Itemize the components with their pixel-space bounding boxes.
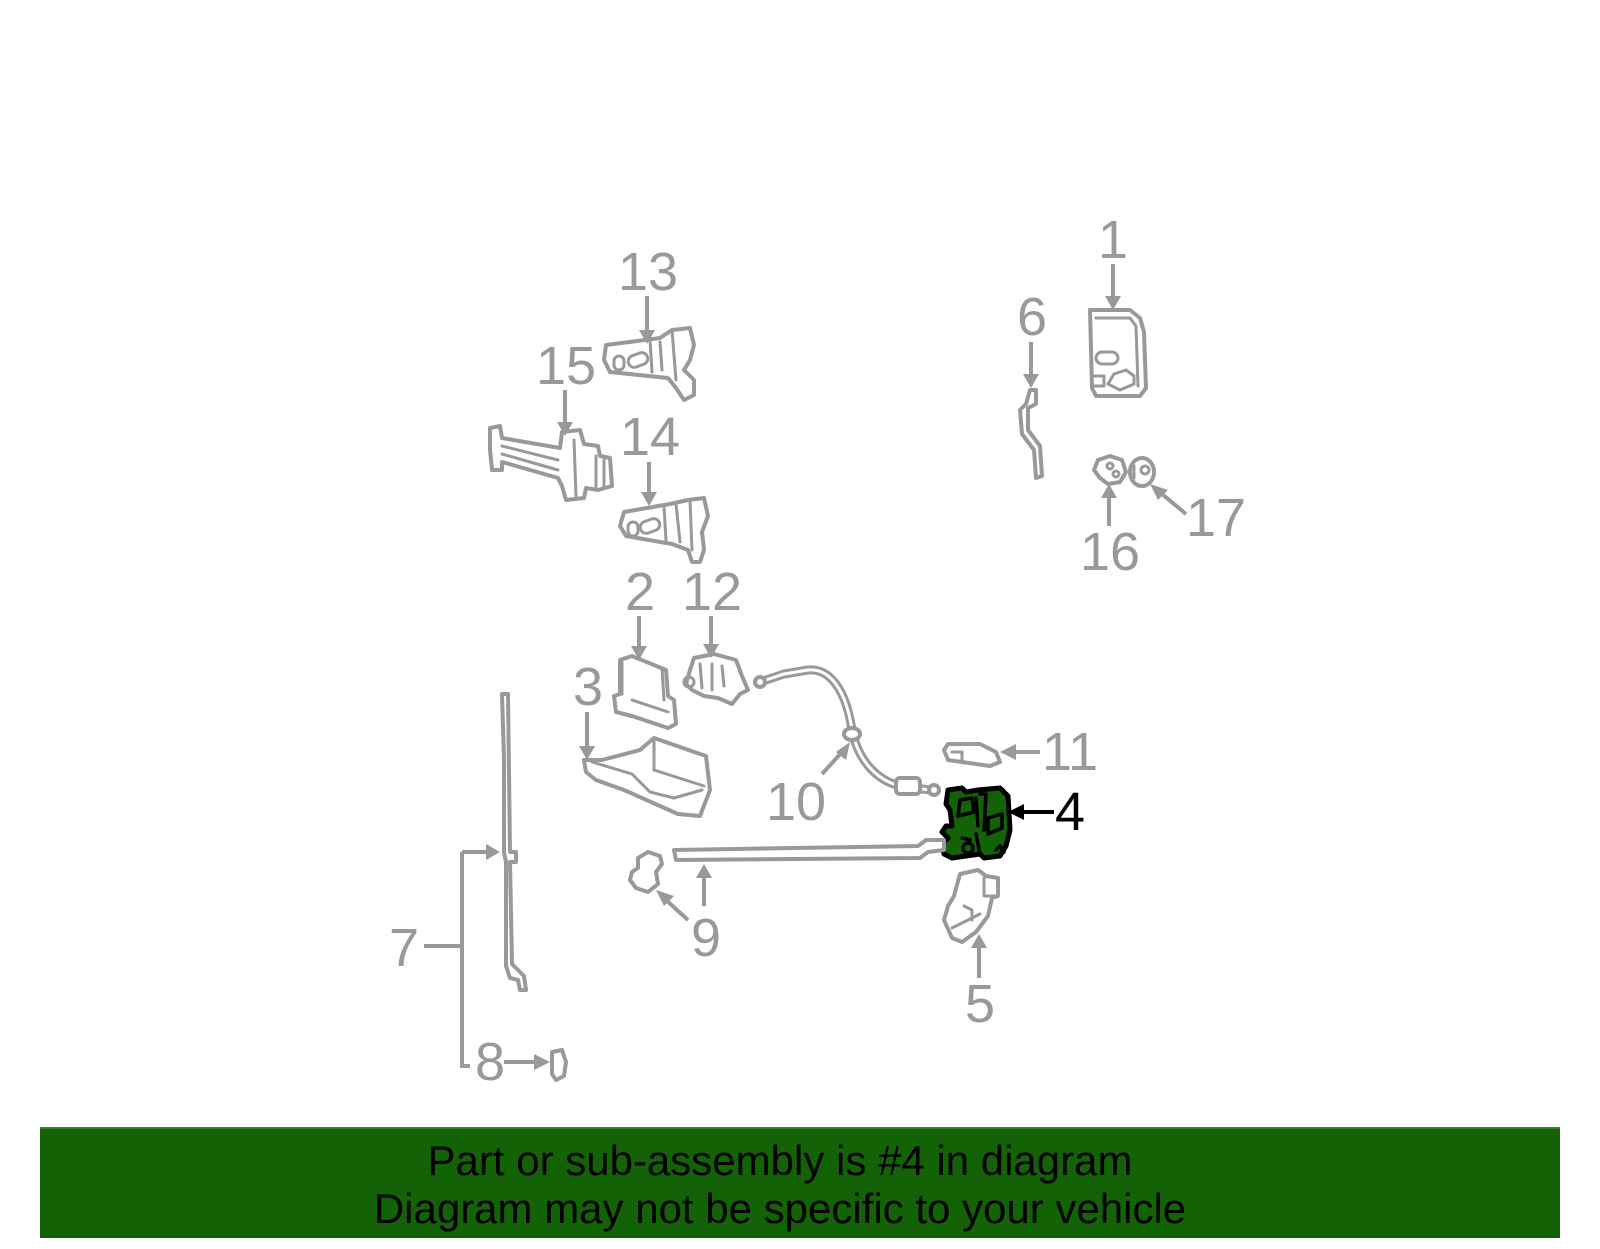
arrow-3	[579, 746, 595, 760]
part-9-rod[interactable]	[628, 838, 946, 894]
arrow-17	[1150, 484, 1168, 500]
part-3-housing[interactable]	[582, 736, 712, 818]
arrow-5	[971, 934, 987, 948]
callout-14: 14	[620, 407, 680, 467]
part-5-cover[interactable]	[942, 868, 1000, 944]
part-12-actuator[interactable]	[682, 652, 750, 706]
part-16-grommet[interactable]	[1092, 454, 1128, 486]
callout-8: 8	[475, 1032, 505, 1092]
part-13-upper-hinge[interactable]	[602, 326, 696, 402]
arrow-4	[1008, 804, 1024, 820]
leader-7-bracket	[424, 850, 490, 1068]
arrow-1	[1105, 296, 1121, 310]
part-14-lower-hinge[interactable]	[618, 496, 710, 564]
arrow-13	[639, 330, 655, 344]
banner-line-disclaimer: Diagram may not be specific to your vehi…	[373, 1185, 1187, 1232]
callout-10: 10	[766, 772, 826, 832]
arrow-6	[1023, 374, 1039, 388]
part-2-handle[interactable]	[612, 654, 678, 730]
part-17-grommet[interactable]	[1128, 456, 1156, 488]
part-15-door-check[interactable]	[488, 424, 614, 502]
callout-1: 1	[1098, 210, 1128, 270]
callout-7: 7	[389, 918, 419, 978]
arrow-10	[836, 742, 850, 760]
callout-4: 4	[1055, 782, 1085, 842]
callout-9: 9	[691, 908, 721, 968]
leader-9b	[664, 898, 690, 922]
arrow-9b	[656, 890, 674, 906]
part-11-lever[interactable]	[942, 742, 1002, 768]
arrow-11	[1000, 744, 1016, 760]
callout-2: 2	[625, 562, 655, 622]
callout-5: 5	[965, 974, 995, 1034]
leader-10	[820, 750, 844, 776]
leader-17	[1160, 492, 1188, 516]
arrow-16	[1101, 484, 1117, 498]
callout-6: 6	[1017, 287, 1047, 347]
callout-12: 12	[682, 562, 742, 622]
arrow-15	[557, 422, 573, 436]
arrow-14	[641, 492, 657, 506]
banner-line-part-number: Part or sub-assembly is #4 in diagram	[427, 1137, 1133, 1184]
arrow-9a	[696, 864, 712, 878]
callout-11: 11	[1042, 722, 1098, 782]
callout-16: 16	[1080, 522, 1140, 582]
part-4-lock-actuator[interactable]	[939, 785, 1013, 861]
arrow-7	[486, 844, 500, 860]
info-banner: Part or sub-assembly is #4 in diagram Di…	[40, 1127, 1560, 1238]
part-6-rod[interactable]	[1018, 388, 1044, 480]
part-10-cable[interactable]	[753, 665, 941, 797]
part-7-long-rod[interactable]	[500, 692, 528, 992]
arrow-2	[631, 646, 647, 660]
arrow-8	[534, 1054, 550, 1070]
part-8-clip[interactable]	[550, 1048, 568, 1082]
part-1-switch[interactable]	[1088, 308, 1148, 398]
callout-3: 3	[573, 657, 603, 717]
callout-13: 13	[618, 242, 678, 302]
arrow-12	[703, 644, 719, 658]
callout-15: 15	[536, 336, 596, 396]
callout-17: 17	[1186, 488, 1246, 548]
